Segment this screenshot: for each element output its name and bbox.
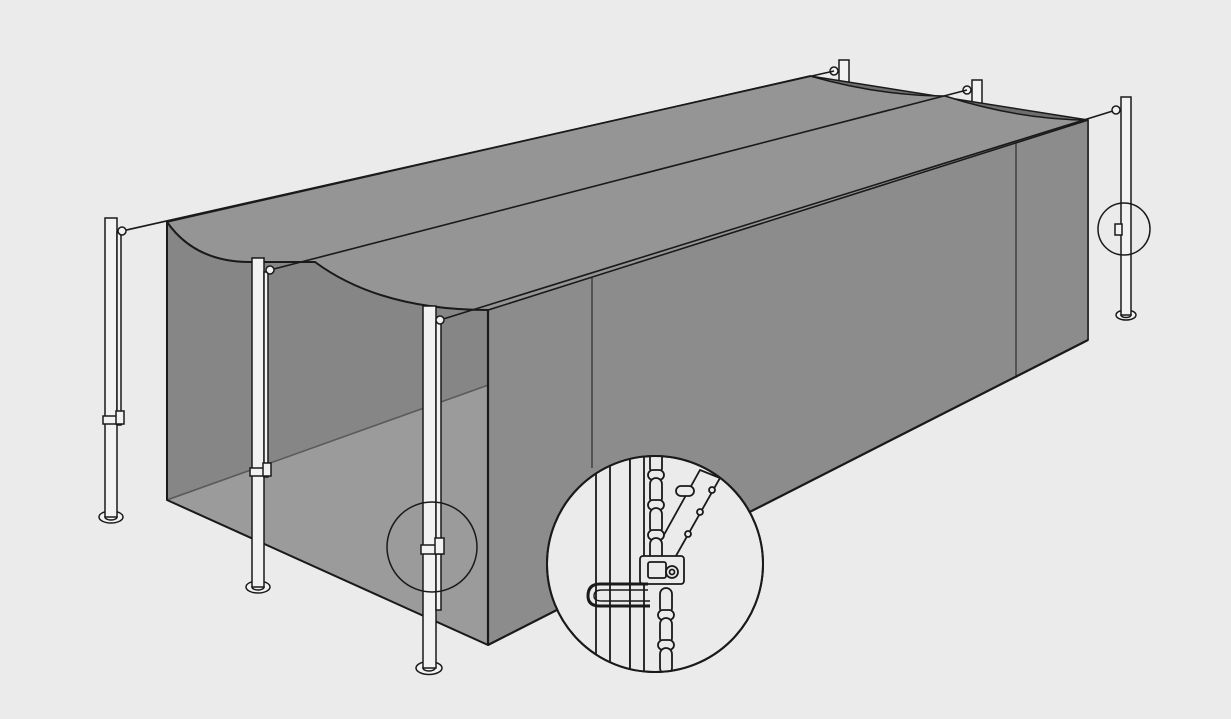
detail-pole xyxy=(595,456,631,672)
support-cables xyxy=(121,70,1117,321)
detail-marker-front xyxy=(386,501,478,593)
pole-front-right xyxy=(415,305,445,676)
detail-marker-back xyxy=(1097,202,1151,256)
cable-left xyxy=(121,70,835,232)
cable-right xyxy=(439,109,1117,321)
net-near-end-wall xyxy=(166,221,489,646)
magnified-chain-detail xyxy=(546,455,764,673)
detail-hook xyxy=(586,582,650,608)
pole-front-middle xyxy=(245,257,275,594)
net-cage xyxy=(166,75,1089,646)
pole-front-left xyxy=(98,217,127,524)
detail-chain xyxy=(647,456,695,672)
cable-middle xyxy=(269,89,968,271)
pole-back-far xyxy=(1111,96,1137,321)
